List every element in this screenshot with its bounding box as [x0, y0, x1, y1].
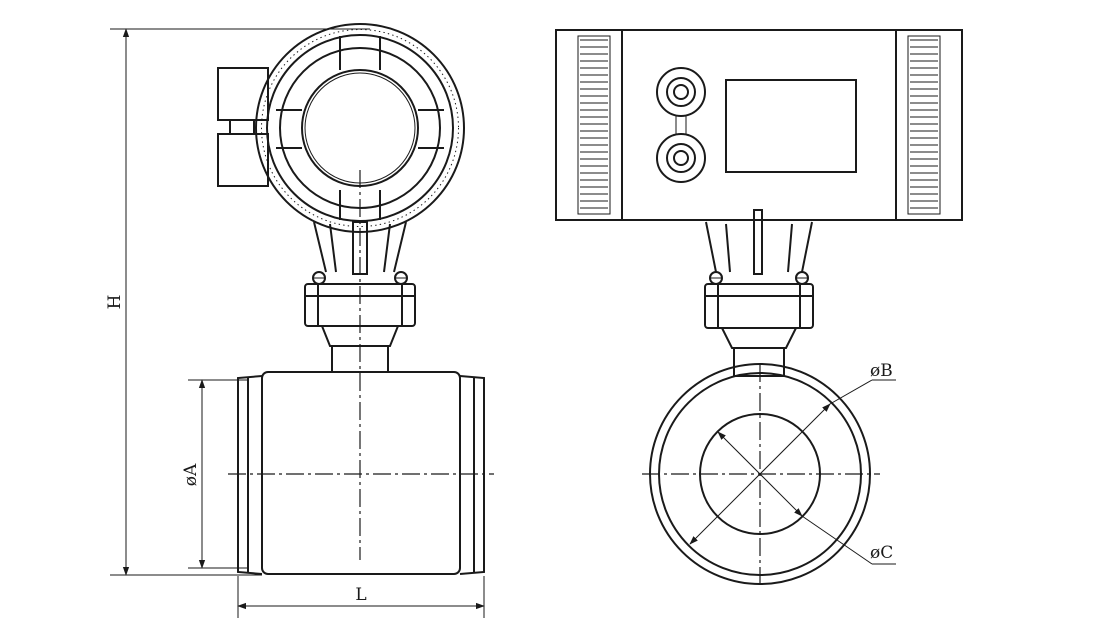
dimension-h: H — [105, 28, 370, 576]
button-down — [656, 133, 706, 183]
length-label: L — [355, 585, 366, 605]
diameter-a-label: øA — [181, 463, 201, 486]
front-flange — [704, 283, 814, 377]
dimension-a: øA — [181, 379, 248, 569]
diameter-b-label: øB — [870, 361, 893, 381]
cooling-fins-left — [580, 39, 608, 209]
display-window — [725, 79, 857, 173]
button-link — [675, 116, 687, 134]
pipe-end-view — [642, 363, 880, 585]
front-view: øB øC — [555, 29, 963, 585]
diameter-c-label: øC — [870, 543, 893, 563]
cable-glands — [217, 67, 269, 187]
height-label: H — [105, 295, 125, 310]
converter-box — [555, 29, 963, 221]
dimension-c: øC — [717, 431, 896, 565]
button-up — [656, 67, 706, 117]
neck — [312, 221, 408, 285]
side-view: H øA L — [105, 23, 494, 618]
dimension-b: øB — [689, 361, 896, 545]
cooling-fins-right — [910, 39, 938, 209]
front-neck — [705, 209, 813, 285]
dimension-l: L — [237, 576, 485, 618]
meter-body — [237, 371, 485, 575]
